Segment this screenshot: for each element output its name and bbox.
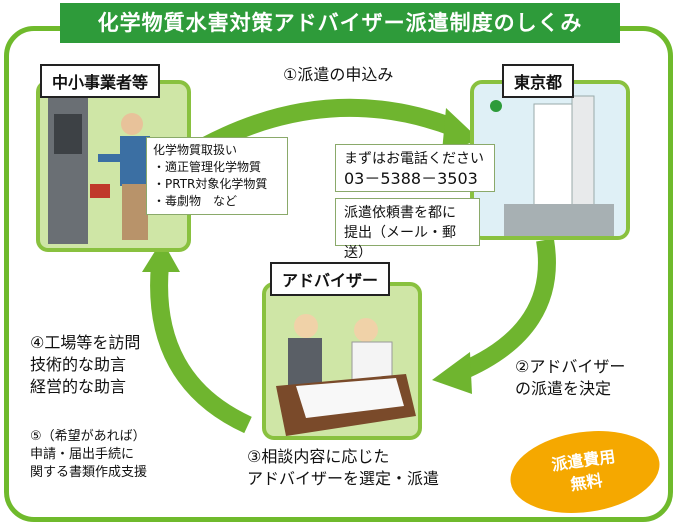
sme-note-line: ・PRTR対象化学物質 xyxy=(153,177,268,191)
phone-number[interactable]: 03－5388－3503 xyxy=(344,169,478,188)
arrow-2-head xyxy=(432,352,472,394)
tokyo-label: 東京都 xyxy=(502,64,575,98)
step-2-label: ②アドバイザー の派遣を決定 xyxy=(515,356,625,400)
step-5-line: 関する書類作成支援 xyxy=(30,465,148,480)
step-3-label: ③相談内容に応じた アドバイザーを選定・派遣 xyxy=(247,446,439,490)
arrow-4-head xyxy=(142,240,180,272)
step-2-line: の派遣を決定 xyxy=(515,379,612,398)
sme-note: 化学物質取扱い ・適正管理化学物質 ・PRTR対象化学物質 ・毒劇物 など xyxy=(146,137,288,215)
step-1-label: ①派遣の申込み xyxy=(283,65,394,84)
step-4-line: ④工場等を訪問 xyxy=(30,333,141,352)
arrow-2 xyxy=(456,238,556,381)
phone-note: まずはお電話ください 03－5388－3503 xyxy=(335,144,495,192)
phone-intro: まずはお電話ください xyxy=(344,151,484,167)
advisor-illustration xyxy=(276,314,416,436)
request-line: 派遣依頼書を都に xyxy=(344,205,456,221)
step-5-line: 申請・届出手続に xyxy=(30,447,135,462)
request-line: 提出（メール・郵送） xyxy=(344,225,456,261)
sme-note-line: 化学物質取扱い xyxy=(153,143,238,157)
step-4-line: 経営的な助言 xyxy=(30,377,127,396)
page-title: 化学物質水害対策アドバイザー派遣制度のしくみ xyxy=(60,3,620,43)
advisor-panel xyxy=(262,282,422,440)
sme-note-line: ・適正管理化学物質 xyxy=(153,160,262,174)
advisor-label: アドバイザー xyxy=(270,262,391,296)
arrow-4 xyxy=(150,264,252,434)
step-4-label: ④工場等を訪問 技術的な助言 経営的な助言 xyxy=(30,332,140,398)
sme-note-line: ・毒劇物 など xyxy=(153,194,238,208)
tokyo-building-illustration xyxy=(474,84,626,236)
sme-label: 中小事業者等 xyxy=(40,64,161,98)
tokyo-panel xyxy=(470,80,630,240)
worker-illustration xyxy=(48,94,150,244)
arrow-1 xyxy=(200,98,459,154)
request-note: 派遣依頼書を都に 提出（メール・郵送） xyxy=(335,198,480,261)
step-5-label: ⑤（希望があれば） 申請・届出手続に 関する書類作成支援 xyxy=(30,428,147,482)
step-3-line: アドバイザーを選定・派遣 xyxy=(247,469,440,488)
step-3-line: ③相談内容に応じた xyxy=(247,447,390,466)
step-5-line: ⑤（希望があれば） xyxy=(30,429,146,444)
step-2-line: ②アドバイザー xyxy=(515,357,626,376)
step-4-line: 技術的な助言 xyxy=(30,355,127,374)
